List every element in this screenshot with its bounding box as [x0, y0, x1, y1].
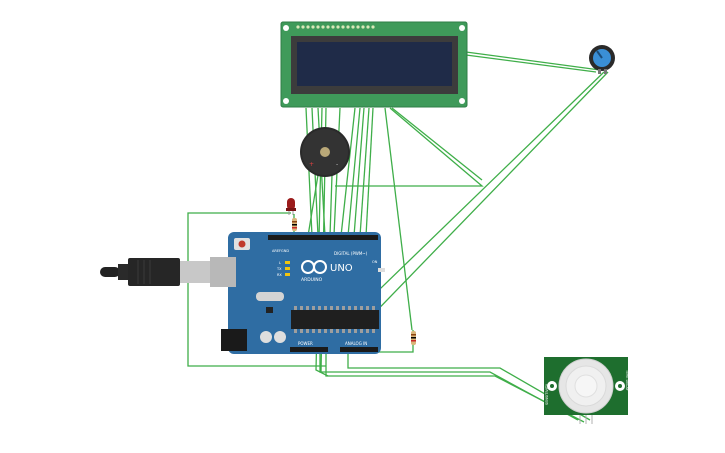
arduino-maker: ARDUINO: [301, 277, 323, 283]
power-jack: [221, 329, 247, 351]
pir-sensitivity-label: SENSITIVITY: [545, 383, 549, 405]
wire-pir-1[interactable]: [319, 352, 579, 421]
wire-buzzer-2[interactable]: [329, 174, 333, 237]
digital-label: DIGITAL (PWM~): [334, 251, 368, 256]
wire-lcd-d7[interactable]: [359, 107, 370, 237]
pir-resistor[interactable]: [411, 331, 416, 345]
wire-lcd-diag-2[interactable]: [391, 107, 483, 181]
aref-label: AREF: [272, 249, 281, 253]
wire-led-left[interactable]: [187, 212, 326, 367]
svg-text:+: +: [309, 161, 314, 168]
arduino-brand: UNO: [330, 263, 353, 274]
svg-text:-: -: [336, 161, 338, 168]
wire-lcd-pot-2[interactable]: [465, 54, 597, 73]
wire-lcd-d6[interactable]: [353, 107, 365, 237]
wire-lcd-d5[interactable]: [347, 107, 361, 237]
potentiometer-icon[interactable]: [589, 45, 615, 74]
wire-lcd-diag-1[interactable]: [335, 107, 484, 187]
led-resistor[interactable]: [292, 218, 297, 231]
led-icon[interactable]: [286, 198, 296, 215]
wire-lcd-d8[interactable]: [365, 107, 374, 237]
buzzer-icon[interactable]: + -: [300, 127, 350, 177]
wire-lcd-diag-3[interactable]: [384, 107, 413, 331]
wire-lcd-pot-1[interactable]: [465, 51, 601, 71]
on-label: ON: [372, 260, 378, 264]
wire-pot-arduino-2[interactable]: [357, 71, 609, 331]
atmega-chip: [291, 310, 379, 329]
power-label: POWER: [298, 341, 313, 346]
power-header[interactable]: [290, 347, 328, 352]
wire-pir-2[interactable]: [325, 352, 585, 423]
pir-pins: [579, 415, 593, 424]
digital-header[interactable]: [268, 235, 378, 240]
pir-delay-label: TIME DELAY: [625, 369, 629, 392]
wire-pot-arduino-1[interactable]: [349, 71, 605, 319]
lcd-display[interactable]: [280, 21, 468, 108]
pir-sensor[interactable]: SENSITIVITY TIME DELAY: [544, 357, 629, 424]
wire-buzzer-1[interactable]: [307, 174, 319, 237]
analog-header[interactable]: [340, 347, 378, 352]
arduino-uno-board[interactable]: UNO ARDUINO DIGITAL (PWM~) POWER ANALOG …: [210, 232, 385, 354]
rx-label: RX: [277, 273, 282, 277]
wire-lcd-d4[interactable]: [340, 107, 356, 237]
gnd-label: GND: [281, 249, 289, 253]
tx-label: TX: [276, 267, 282, 271]
lcd-screen: [297, 42, 452, 86]
arduino-logo-icon: [301, 260, 327, 274]
wire-lcd-gnd[interactable]: [315, 107, 329, 377]
analog-label: ANALOG IN: [345, 341, 367, 346]
lcd-pin-header: [296, 25, 375, 29]
l-led-label: L: [279, 261, 281, 265]
